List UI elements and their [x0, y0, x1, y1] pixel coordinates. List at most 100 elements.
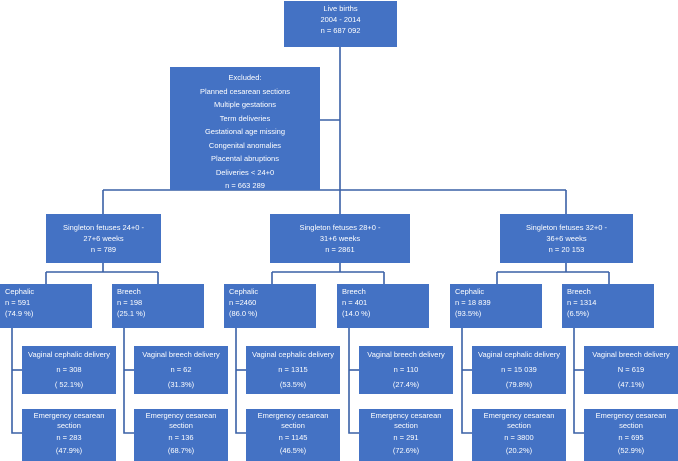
emergency-cesarean-line: (46.5%)	[279, 446, 307, 455]
vaginal-cephalic-line: ( 52.1%)	[54, 380, 84, 389]
header-line: n = 2861	[325, 245, 355, 254]
breech-line: (25.1 %)	[117, 309, 146, 318]
cephalic-line: n = 591	[5, 298, 31, 307]
breech-line: (14.0 %)	[342, 309, 371, 318]
emergency-cesarean-line: (68.7%)	[167, 446, 195, 455]
cephalic-line: Cephalic	[229, 287, 259, 296]
g2-breech-box: Breech n = 401 (14.0 %)	[337, 284, 429, 328]
breech-line: (6.5%)	[567, 309, 590, 318]
cephalic-line: Cephalic	[455, 287, 485, 296]
emergency-cesarean-line: Emergency cesarean	[595, 411, 667, 420]
emergency-cesarean-line: (72.6%)	[392, 446, 420, 455]
g2-emergency-cesarean-cephalic-box: Emergency cesarean section n = 1145 (46.…	[246, 409, 340, 461]
emergency-cesarean-line: section	[169, 421, 193, 430]
group-header-32-36: Singleton fetuses 32+0 - 36+6 weeks n = …	[500, 214, 633, 263]
vaginal-cephalic-line: (79.8%)	[505, 380, 533, 389]
vaginal-cephalic-line: (53.5%)	[279, 380, 307, 389]
emergency-cesarean-line: Emergency cesarean	[370, 411, 442, 420]
connector-g3-ceph-children	[461, 328, 472, 434]
root-line: 2004 - 2014	[320, 15, 361, 24]
vaginal-breech-line: n = 110	[393, 365, 419, 374]
vaginal-cephalic-line: n = 308	[56, 365, 82, 374]
g3-vaginal-cephalic-box: Vaginal cephalic delivery n = 15 039 (79…	[472, 346, 566, 394]
g3-breech-box: Breech n = 1314 (6.5%)	[562, 284, 654, 328]
g2-vaginal-cephalic-box: Vaginal cephalic delivery n = 1315 (53.5…	[246, 346, 340, 394]
connector-g3-breech-children	[573, 328, 584, 434]
emergency-cesarean-line: Emergency cesarean	[483, 411, 555, 420]
vaginal-breech-line: (31.3%)	[167, 380, 195, 389]
root-line: n = 687 092	[320, 26, 361, 35]
header-line: Singleton fetuses 28+0 -	[299, 223, 381, 232]
emergency-cesarean-line: (20.2%)	[505, 446, 533, 455]
emergency-cesarean-line: n = 291	[393, 433, 419, 442]
g1-vaginal-breech-box: Vaginal breech delivery n = 62 (31.3%)	[134, 346, 228, 394]
emergency-cesarean-line: section	[394, 421, 418, 430]
group-header-28-31: Singleton fetuses 28+0 - 31+6 weeks n = …	[270, 214, 410, 263]
vaginal-breech-line: (47.1%)	[617, 380, 645, 389]
g2-emergency-cesarean-breech-box: Emergency cesarean section n = 291 (72.6…	[359, 409, 453, 461]
cephalic-line: n =2460	[229, 298, 257, 307]
emergency-cesarean-line: n = 283	[56, 433, 82, 442]
emergency-cesarean-line: section	[619, 421, 643, 430]
connector-g1-ceph-children	[11, 328, 22, 434]
cephalic-line: Cephalic	[5, 287, 35, 296]
emergency-cesarean-line: section	[507, 421, 531, 430]
g1-emergency-cesarean-cephalic-box: Emergency cesarean section n = 283 (47.9…	[22, 409, 116, 461]
emergency-cesarean-line: (47.9%)	[55, 446, 83, 455]
vaginal-breech-line: (27.4%)	[392, 380, 420, 389]
emergency-cesarean-line: section	[57, 421, 81, 430]
excluded-box: Excluded: Planned cesarean sections Mult…	[170, 67, 320, 190]
vaginal-cephalic-line: n = 1315	[278, 365, 308, 374]
g1-emergency-cesarean-breech-box: Emergency cesarean section n = 136 (68.7…	[134, 409, 228, 461]
breech-line: n = 198	[117, 298, 143, 307]
vaginal-cephalic-line: n = 15 039	[501, 365, 537, 374]
emergency-cesarean-line: Emergency cesarean	[257, 411, 329, 420]
header-line: Singleton fetuses 24+0 -	[62, 223, 145, 232]
vaginal-breech-line: Vaginal breech delivery	[142, 350, 220, 359]
excluded-line: Deliveries < 24+0	[215, 167, 275, 177]
emergency-cesarean-line: (52.9%)	[617, 446, 645, 455]
connector-g1-breech-children	[123, 328, 134, 434]
g1-cephalic-box: Cephalic n = 591 (74.9 %)	[0, 284, 92, 328]
header-line: 36+6 weeks	[546, 234, 587, 243]
header-line: n = 20 153	[548, 245, 585, 254]
g1-breech-box: Breech n = 198 (25.1 %)	[112, 284, 204, 328]
excluded-line: Term deliveries	[219, 113, 271, 123]
cephalic-line: (93.5%)	[455, 309, 482, 318]
excluded-line: Multiple gestations	[213, 100, 277, 109]
emergency-cesarean-line: n = 1145	[278, 433, 308, 442]
excluded-line: Congenital anomalies	[208, 140, 282, 150]
g2-vaginal-breech-box: Vaginal breech delivery n = 110 (27.4%)	[359, 346, 453, 394]
emergency-cesarean-line: Emergency cesarean	[145, 411, 217, 420]
cephalic-line: (74.9 %)	[5, 309, 34, 318]
breech-line: n = 401	[342, 298, 368, 307]
vaginal-breech-line: N = 619	[617, 365, 645, 374]
vaginal-cephalic-line: Vaginal cephalic delivery	[478, 350, 560, 359]
emergency-cesarean-line: section	[281, 421, 305, 430]
breech-line: Breech	[567, 287, 591, 296]
header-line: n = 789	[90, 245, 117, 254]
g2-cephalic-box: Cephalic n =2460 (86.0 %)	[224, 284, 316, 328]
group-header-24-27: Singleton fetuses 24+0 - 27+6 weeks n = …	[46, 214, 161, 263]
breech-line: Breech	[342, 287, 366, 296]
header-line: 27+6 weeks	[83, 234, 124, 243]
emergency-cesarean-line: n = 3800	[504, 433, 534, 442]
connector-g2-ceph-children	[235, 328, 246, 434]
header-line: 31+6 weeks	[319, 234, 361, 243]
cephalic-line: (86.0 %)	[229, 309, 258, 318]
header-line: Singleton fetuses 32+0 -	[525, 223, 608, 232]
connector-g2-breech-children	[348, 328, 359, 434]
excluded-line: Placental abruptions	[211, 154, 279, 163]
emergency-cesarean-line: n = 136	[168, 433, 194, 442]
vaginal-cephalic-line: Vaginal cephalic delivery	[28, 350, 110, 359]
excluded-line: n = 663 289	[225, 181, 265, 190]
emergency-cesarean-line: Emergency cesarean	[33, 411, 105, 420]
g3-vaginal-breech-box: Vaginal breech delivery N = 619 (47.1%)	[584, 346, 678, 394]
breech-line: n = 1314	[567, 298, 597, 307]
live-births-box: Live births 2004 - 2014 n = 687 092	[284, 1, 397, 47]
excluded-line: Gestational age missing	[204, 127, 286, 136]
vaginal-breech-line: Vaginal breech delivery	[592, 350, 670, 359]
cephalic-line: n = 18 839	[455, 298, 491, 307]
